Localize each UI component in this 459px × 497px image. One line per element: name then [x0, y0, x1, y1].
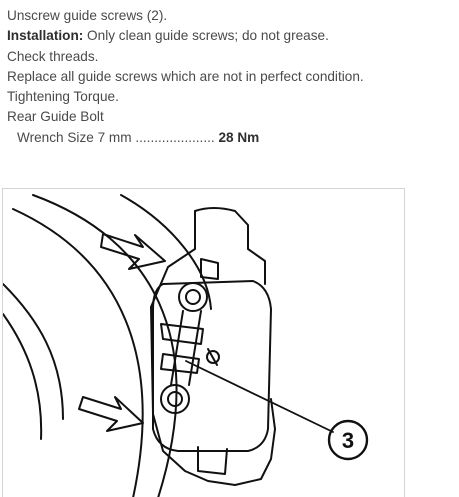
torque-spec-value: 28 Nm — [218, 129, 260, 145]
installation-text: Only clean guide screws; do not grease. — [83, 28, 329, 44]
torque-spec-row: Wrench Size 7 mm ..................... 2… — [7, 128, 452, 148]
procedure-text: Unscrew guide screws (2). Installation: … — [7, 6, 452, 148]
step-installation: Installation: Only clean guide screws; d… — [7, 26, 452, 46]
brake-pad-diagram: 3 — [2, 188, 405, 497]
step-replace-screws: Replace all guide screws which are not i… — [7, 68, 364, 84]
torque-spec-label: Wrench Size 7 mm — [17, 129, 132, 145]
callout-number: 3 — [342, 428, 354, 453]
brake-pad-drawing: 3 — [3, 194, 369, 497]
torque-spec-leader: ..................... — [131, 129, 219, 145]
step-rear-guide-bolt: Rear Guide Bolt — [7, 109, 104, 125]
step-tightening-torque: Tightening Torque. — [7, 89, 119, 105]
step-check-threads: Check threads. — [7, 48, 99, 64]
search-icon[interactable] — [309, 490, 319, 497]
step-unscrew: Unscrew guide screws (2). — [7, 8, 168, 23]
installation-label: Installation: — [7, 28, 84, 44]
